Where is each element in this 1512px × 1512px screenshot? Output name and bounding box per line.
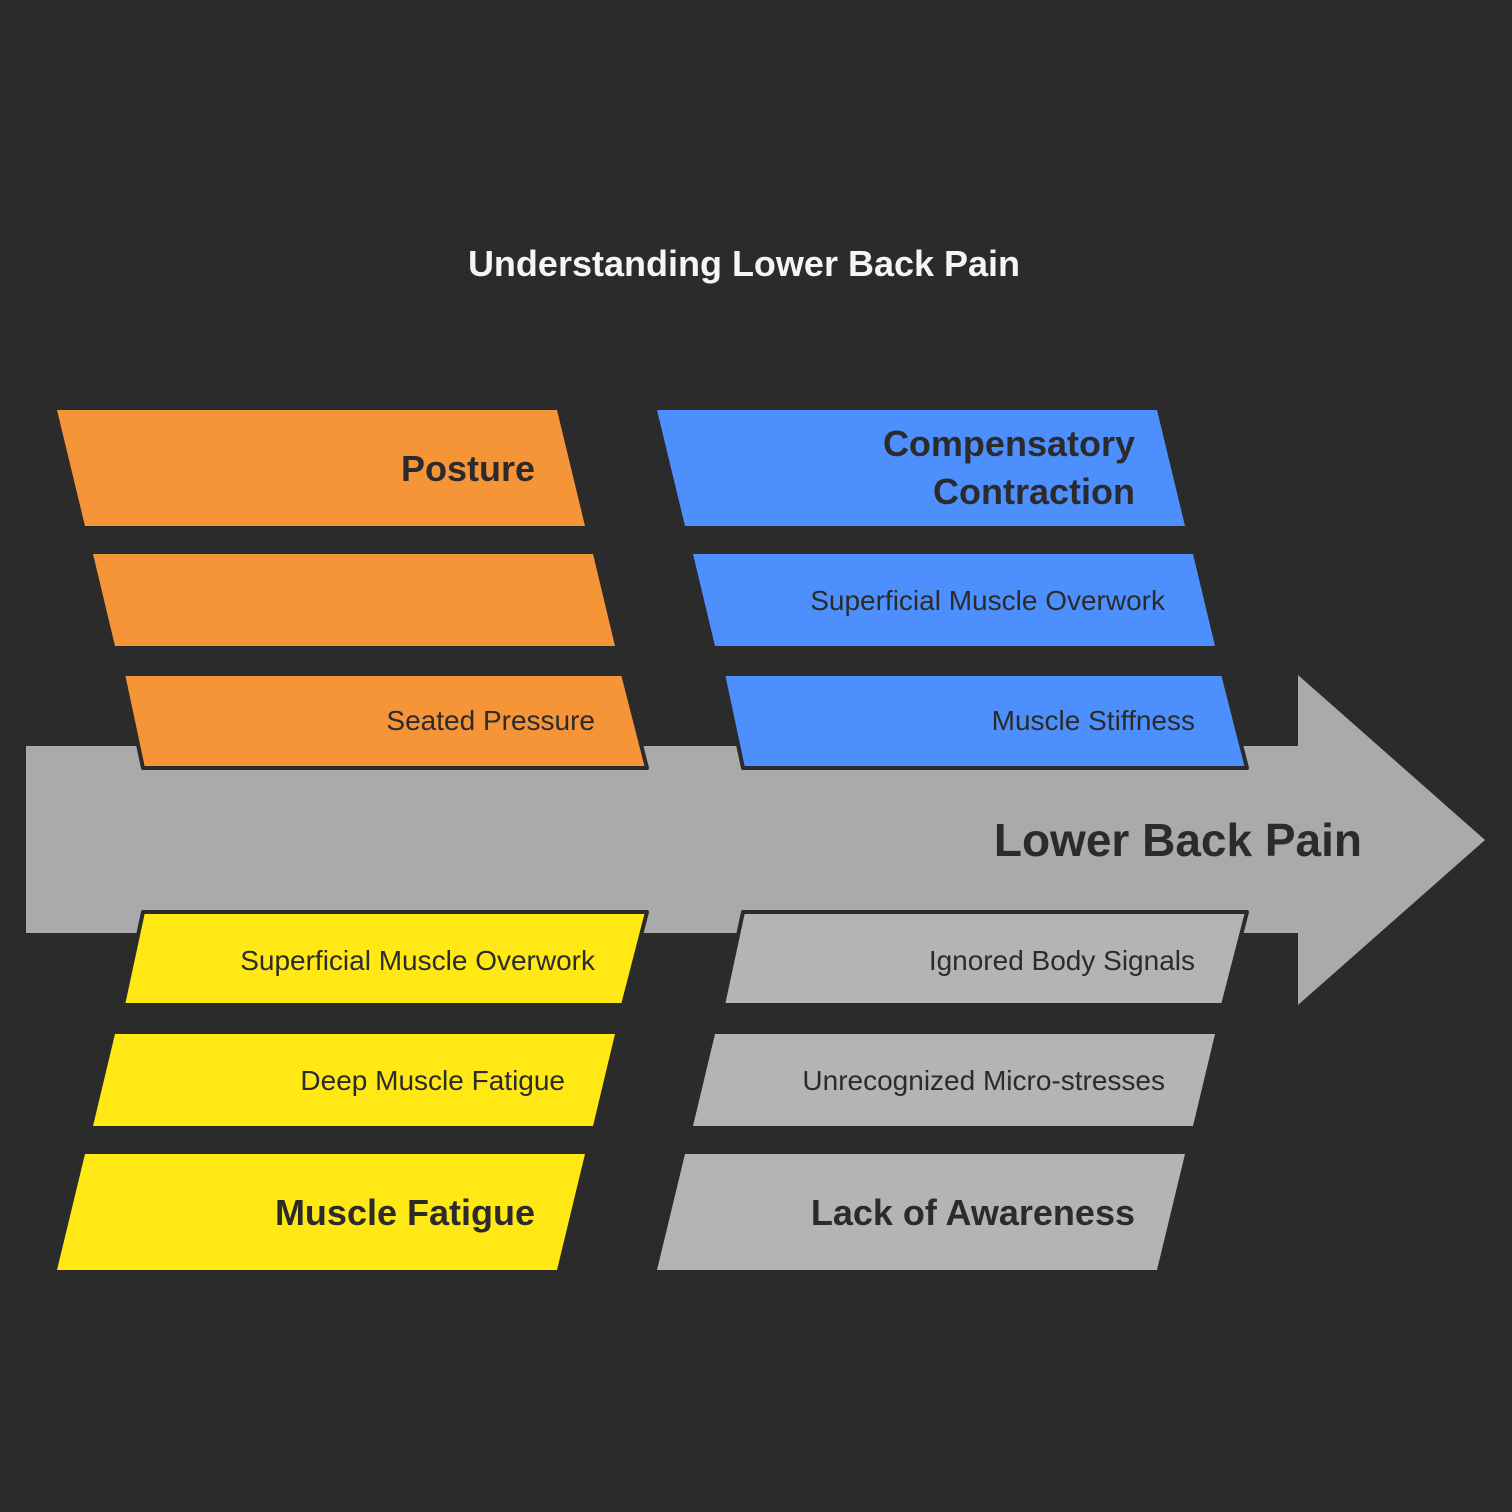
fatigue-cause-box-1 bbox=[121, 910, 649, 1007]
posture-cause-box-1 bbox=[93, 554, 615, 646]
compensatory-cause-1: Superficial Muscle Overwork bbox=[810, 585, 1166, 616]
fatigue-cause-box-2 bbox=[93, 1034, 615, 1126]
compensatory-label-line-2: Contraction bbox=[933, 471, 1135, 512]
category-posture: Posture Seated Pressure bbox=[57, 410, 649, 770]
compensatory-label-line-1: Compensatory bbox=[883, 423, 1135, 464]
posture-head-box bbox=[57, 410, 585, 526]
awareness-cause-1: Ignored Body Signals bbox=[929, 945, 1195, 976]
awareness-cause-box-1 bbox=[721, 910, 1249, 1007]
awareness-cause-box-2 bbox=[693, 1034, 1215, 1126]
category-muscle-fatigue: Superficial Muscle Overwork Deep Muscle … bbox=[57, 910, 649, 1270]
awareness-label: Lack of Awareness bbox=[811, 1192, 1135, 1233]
awareness-head-box bbox=[657, 1154, 1185, 1270]
category-compensatory-contraction: Compensatory Contraction Superficial Mus… bbox=[657, 410, 1249, 770]
diagram-title: Understanding Lower Back Pain bbox=[468, 243, 1020, 284]
posture-cause-2: Seated Pressure bbox=[386, 705, 595, 736]
posture-label: Posture bbox=[401, 448, 535, 489]
fatigue-head-box bbox=[57, 1154, 585, 1270]
compensatory-cause-box-2 bbox=[721, 672, 1249, 770]
effect-label: Lower Back Pain bbox=[994, 814, 1362, 866]
posture-cause-box-2 bbox=[121, 672, 649, 770]
fatigue-label: Muscle Fatigue bbox=[275, 1192, 535, 1233]
fatigue-cause-2: Deep Muscle Fatigue bbox=[300, 1065, 565, 1096]
compensatory-head-box bbox=[657, 410, 1185, 526]
awareness-cause-2: Unrecognized Micro-stresses bbox=[802, 1065, 1165, 1096]
compensatory-cause-2: Muscle Stiffness bbox=[992, 705, 1195, 736]
compensatory-cause-box-1 bbox=[693, 554, 1215, 646]
fatigue-cause-1: Superficial Muscle Overwork bbox=[240, 945, 596, 976]
category-lack-of-awareness: Ignored Body Signals Unrecognized Micro-… bbox=[657, 910, 1249, 1270]
